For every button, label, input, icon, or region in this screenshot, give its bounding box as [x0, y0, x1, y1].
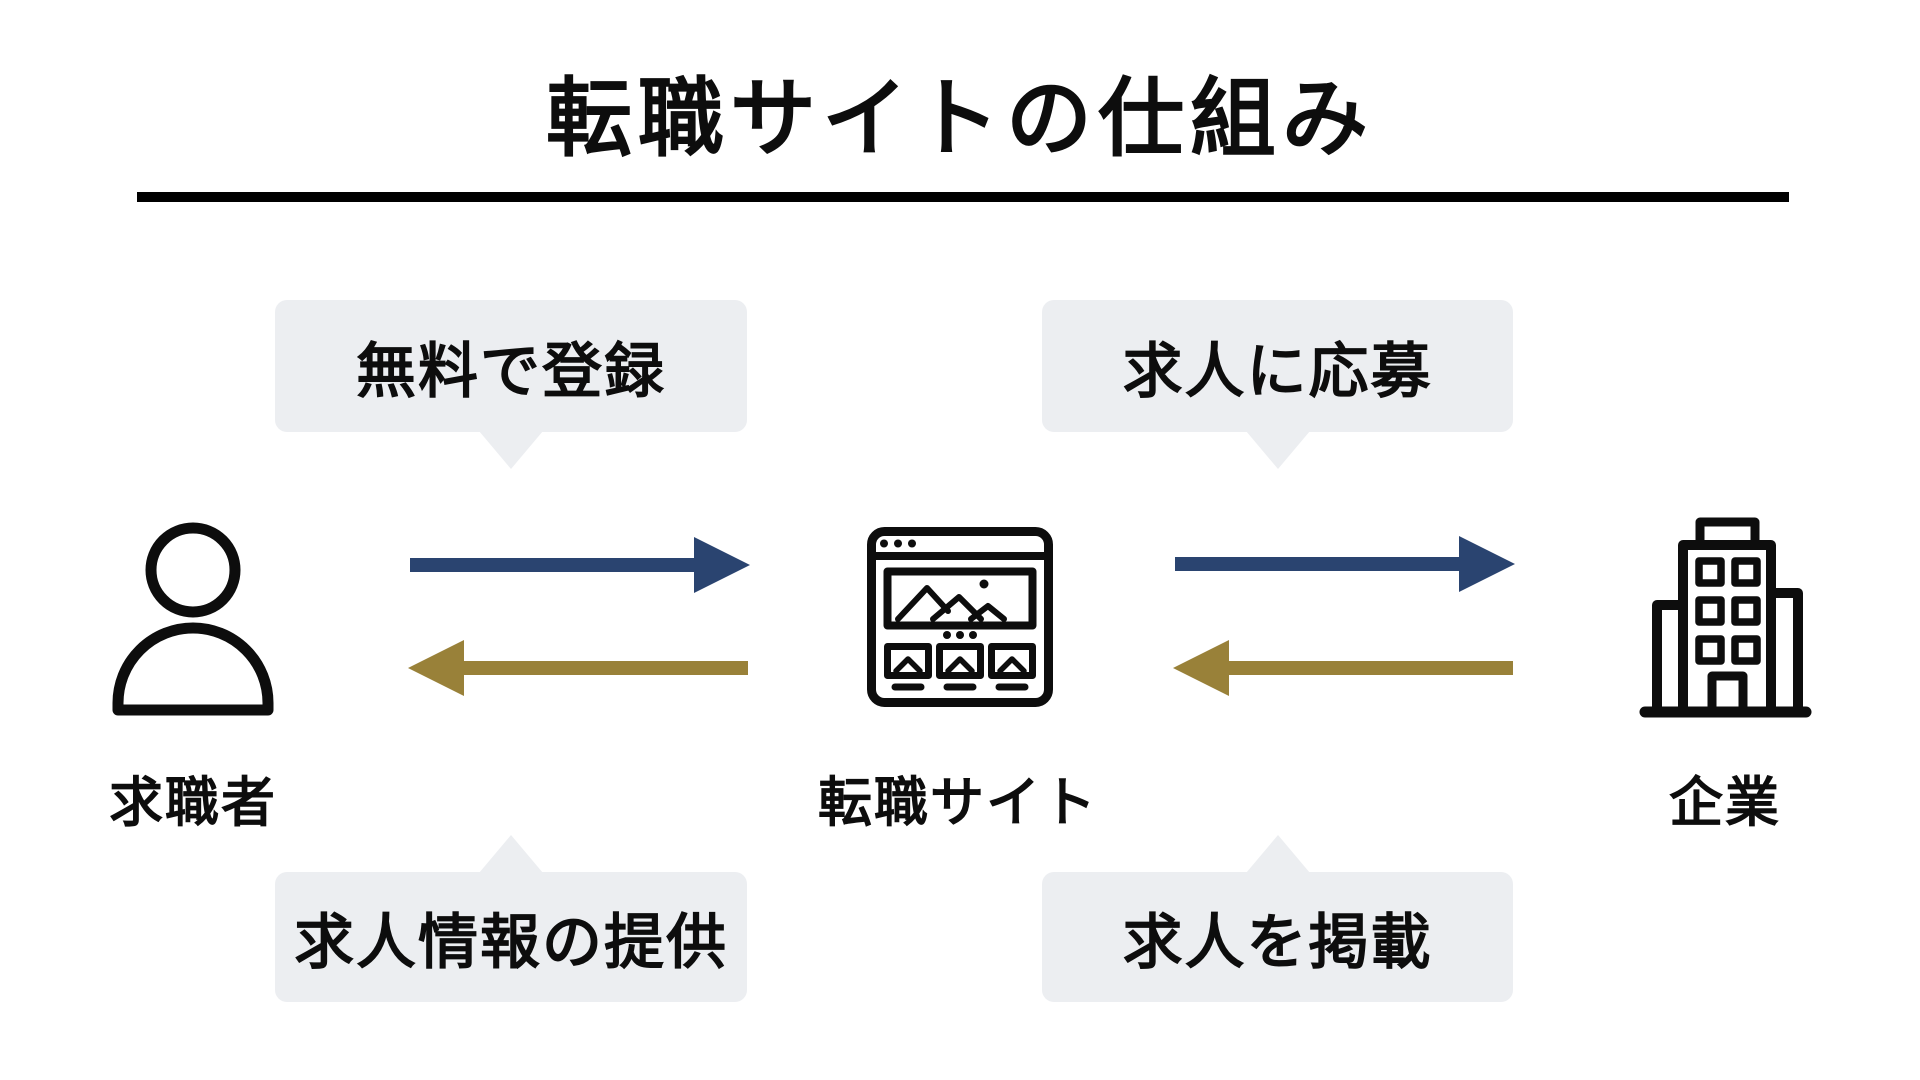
title-underline: [137, 192, 1789, 202]
browser-icon: [867, 527, 1053, 707]
node-label-company: 企業: [1669, 773, 1781, 833]
page-title: 転職サイトの仕組み: [546, 71, 1374, 167]
arrow-seeker-to-site: [410, 537, 750, 593]
callout-post: 求人を掲載: [1042, 835, 1513, 1002]
arrow-site-to-seeker: [408, 640, 748, 696]
arrow-company-to-site: [1173, 640, 1513, 696]
node-label-job-seeker: 求職者: [109, 773, 277, 833]
callout-post-label: 求人を掲載: [1122, 908, 1433, 976]
callout-provide-label: 求人情報の提供: [294, 908, 728, 976]
arrow-site-to-company: [1175, 536, 1515, 592]
callout-register: 無料で登録: [275, 300, 747, 469]
callout-tail-up-icon: [1245, 835, 1310, 873]
callout-register-label: 無料で登録: [356, 337, 666, 405]
callout-provide: 求人情報の提供: [275, 835, 747, 1002]
person-icon: [112, 522, 274, 716]
callout-apply-label: 求人に応募: [1122, 337, 1433, 405]
callout-tail-down-icon: [479, 431, 543, 469]
callout-tail-up-icon: [479, 835, 543, 873]
node-label-job-site: 転職サイト: [818, 773, 1098, 833]
callout-apply: 求人に応募: [1042, 300, 1513, 469]
callout-tail-down-icon: [1245, 431, 1310, 469]
building-icon: [1639, 517, 1812, 718]
